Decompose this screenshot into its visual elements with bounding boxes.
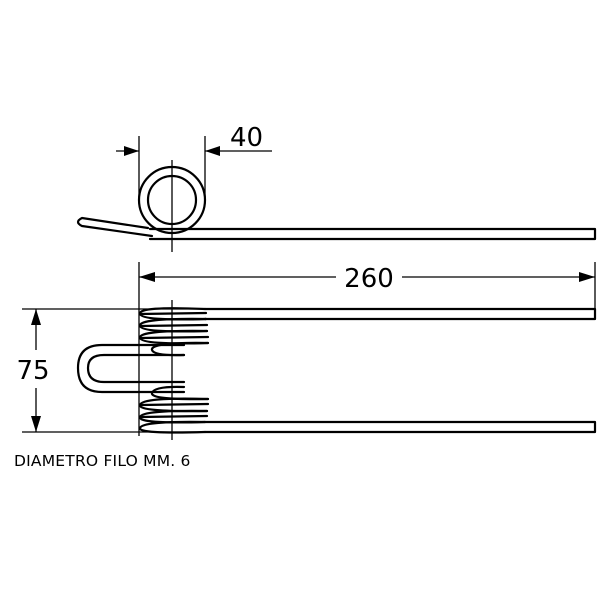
- dim-260-label: 260: [344, 264, 394, 294]
- dim-260-arrow-right: [579, 272, 595, 282]
- straight-arm-upper: [203, 307, 597, 321]
- lower-coil: [138, 385, 210, 434]
- straight-arm-lower: [203, 420, 597, 434]
- wire-tip: [76, 216, 154, 238]
- straight-arm-top: [148, 227, 597, 241]
- front-view: 75: [16, 300, 597, 440]
- dim-75-arrow-top: [31, 309, 41, 325]
- side-view: 40: [76, 123, 597, 252]
- u-loop: [76, 343, 186, 394]
- dim-75-arrow-bottom: [31, 416, 41, 432]
- u-loop-inner: [86, 353, 186, 384]
- wire-diameter-note: DIAMETRO FILO MM. 6: [14, 452, 191, 470]
- dim-40-arrow-right: [205, 146, 220, 156]
- dim-40-label: 40: [230, 123, 263, 153]
- dim-40-arrow-left: [124, 146, 139, 156]
- upper-coil: [138, 307, 210, 357]
- dim-260-arrow-left: [139, 272, 155, 282]
- dim-75-label: 75: [16, 356, 49, 386]
- length-dimension: 260: [138, 262, 596, 436]
